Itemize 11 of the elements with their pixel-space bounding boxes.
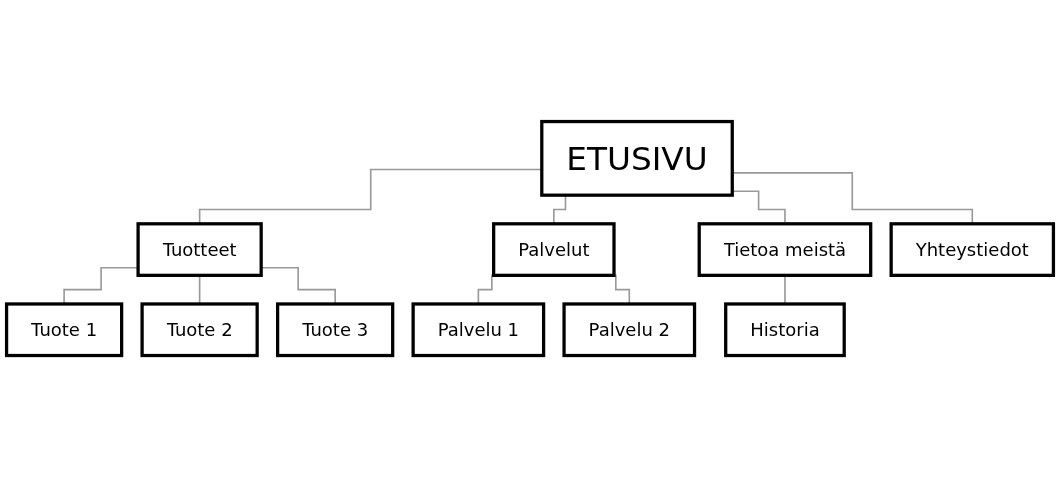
node-box: Yhteystiedot <box>889 222 1056 278</box>
node-box: Palvelu 2 <box>562 302 697 358</box>
node-box: Palvelu 1 <box>411 302 546 358</box>
node-box: Palvelut <box>492 222 616 278</box>
node-box: Historia <box>724 302 846 358</box>
node-box: Tuote 2 <box>140 302 259 358</box>
node-box: Tuotteet <box>136 222 263 278</box>
node-box: ETUSIVU <box>540 120 734 198</box>
node-box: Tuote 1 <box>4 302 124 358</box>
node-box: Tietoa meistä <box>697 222 873 278</box>
node-box: Tuote 3 <box>276 302 395 358</box>
